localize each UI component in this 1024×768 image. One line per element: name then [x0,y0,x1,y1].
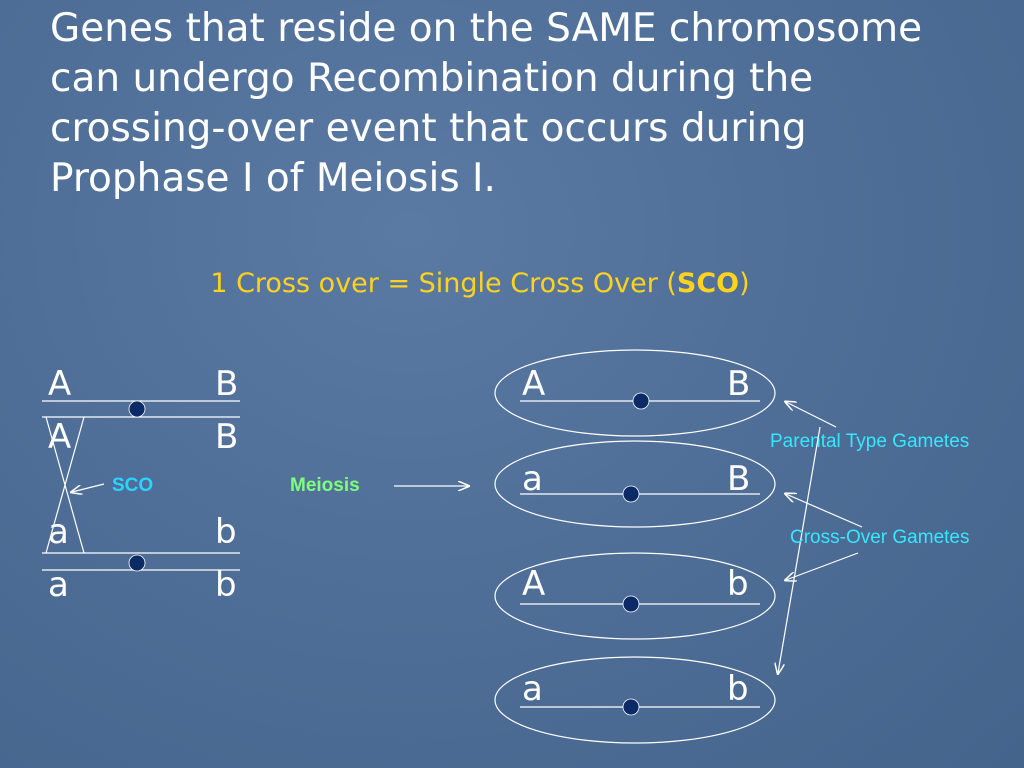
allele-label: B [727,364,750,404]
centromere-dot [622,485,640,503]
sco-arrow [72,483,105,492]
gamete-ellipse [494,656,776,744]
allele-label: b [215,565,237,605]
allele-label: a [522,669,543,709]
centromere-dot [128,554,146,572]
left-chromosome-pair: A B A B SCO a b a b [42,364,240,605]
parental-arrow [778,426,821,673]
allele-label: B [215,364,238,404]
meiosis-label: Meiosis [290,475,360,496]
subtitle-bold: SCO [676,268,740,299]
gamete-ellipse [494,440,776,528]
crossover-line [45,416,85,554]
gamete-4: a b [494,656,776,744]
slide-subtitle: 1 Cross over = Single Cross Over (SCO) [0,268,960,299]
allele-label: b [727,564,749,604]
allele-label: A [522,364,545,404]
allele-label: b [215,512,237,552]
allele-label: a [522,459,543,499]
parental-gametes-label: Parental Type Gametes [770,431,969,452]
allele-label: B [727,459,750,499]
crossover-gametes-label: Cross-Over Gametes [790,527,969,548]
allele-label: B [215,417,238,457]
slide-title: Genes that reside on the SAME chromosome… [50,6,923,201]
allele-label: A [48,364,71,404]
centromere-dot [128,400,146,418]
allele-label: b [727,669,749,709]
sco-label: SCO [112,475,153,496]
centromere-dot [622,595,640,613]
parental-arrow [786,402,837,428]
gamete-ellipse [494,552,776,640]
gamete-ellipse [494,349,776,437]
allele-label: a [48,565,69,605]
allele-label: A [522,564,545,604]
subtitle-prefix: 1 Cross over = Single Cross Over ( [210,268,677,299]
subtitle-suffix: ) [739,268,750,299]
gamete-3: A b [494,552,776,640]
centromere-dot [632,392,650,410]
gamete-1: A B [494,349,776,437]
gamete-2: a B [494,440,776,528]
crossover-arrow [786,494,863,528]
crossover-arrow [786,552,859,580]
allele-label: a [48,512,69,552]
centromere-dot [622,698,640,716]
